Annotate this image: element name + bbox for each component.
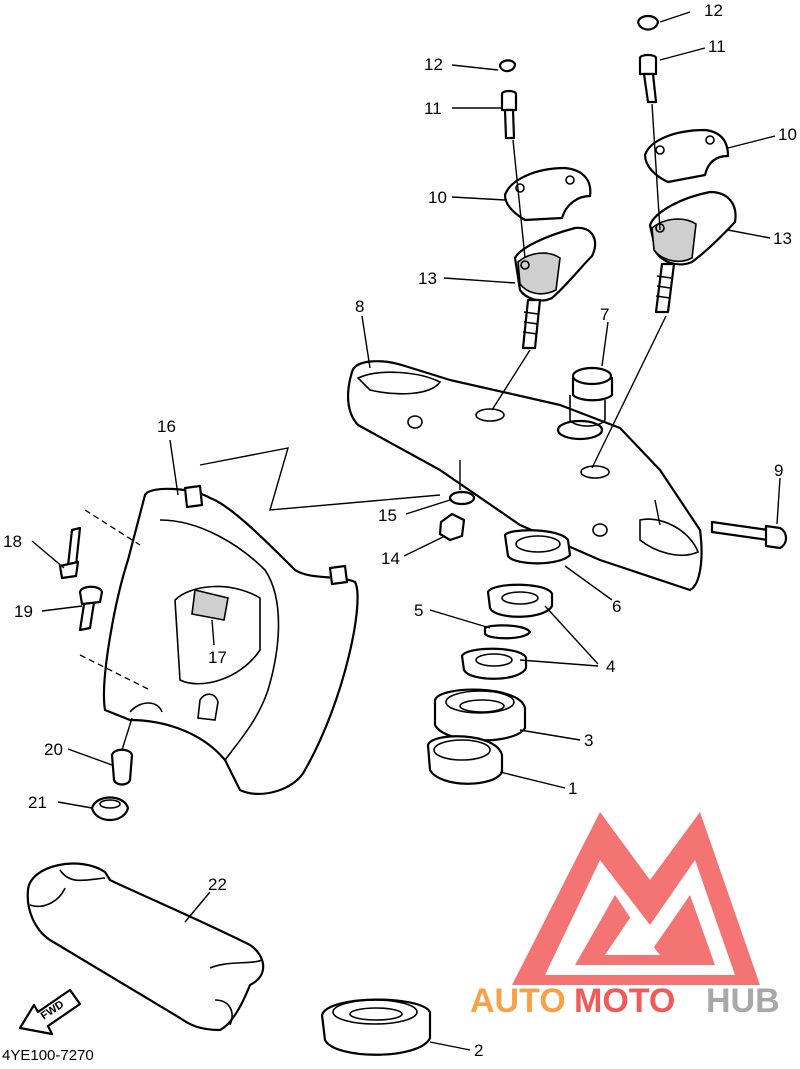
leader-lines [31, 11, 781, 1051]
callout-4: 4 [606, 657, 615, 676]
callout-2: 2 [474, 1041, 483, 1060]
callout-5: 5 [414, 601, 423, 620]
callout-16: 16 [157, 417, 176, 436]
callout-12-left: 12 [424, 55, 443, 74]
headlight-cover [79, 439, 441, 795]
callout-9: 9 [774, 461, 783, 480]
callout-13-left: 13 [418, 269, 437, 288]
callout-labels: 1 2 3 4 5 6 7 8 9 10 10 11 11 12 12 13 1… [3, 1, 797, 1060]
callout-3: 3 [584, 731, 593, 750]
logo-text-moto: MOTO [574, 982, 675, 1020]
fwd-arrow-icon: FWD [18, 988, 82, 1036]
callout-17: 17 [208, 648, 227, 667]
callout-13-right: 13 [773, 229, 792, 248]
callout-11-right: 11 [708, 37, 726, 56]
callout-21: 21 [28, 793, 47, 812]
diagram-code: 4YE100-7270 [2, 1047, 94, 1064]
callout-15: 15 [378, 506, 397, 525]
callout-14: 14 [381, 549, 400, 568]
callout-1: 1 [568, 779, 577, 798]
upper-bracket [346, 360, 703, 592]
callout-20: 20 [44, 740, 63, 759]
callout-6: 6 [612, 597, 621, 616]
callout-11-left: 11 [424, 99, 442, 118]
callout-10-right: 10 [778, 125, 797, 144]
trim-cover [26, 862, 265, 1032]
cover-fasteners [58, 526, 134, 822]
steering-stem-parts [320, 460, 572, 1056]
handlebar-holder-left [503, 166, 597, 350]
crown-nut [556, 366, 614, 441]
pinch-bolt [710, 520, 788, 550]
automotohub-logo: AUTO MOTO HUB [470, 812, 780, 1020]
logo-text-auto: AUTO [470, 982, 566, 1020]
bolts-and-caps [491, 14, 667, 469]
callout-8: 8 [355, 297, 364, 316]
handlebar-holder-right [643, 128, 737, 314]
callout-7: 7 [600, 305, 609, 324]
callout-12-right: 12 [704, 1, 723, 20]
callout-22: 22 [208, 875, 227, 894]
logo-text-hub: HUB [706, 982, 780, 1020]
callout-10-left: 10 [428, 188, 447, 207]
callout-19: 19 [14, 602, 33, 621]
callout-18: 18 [3, 532, 22, 551]
